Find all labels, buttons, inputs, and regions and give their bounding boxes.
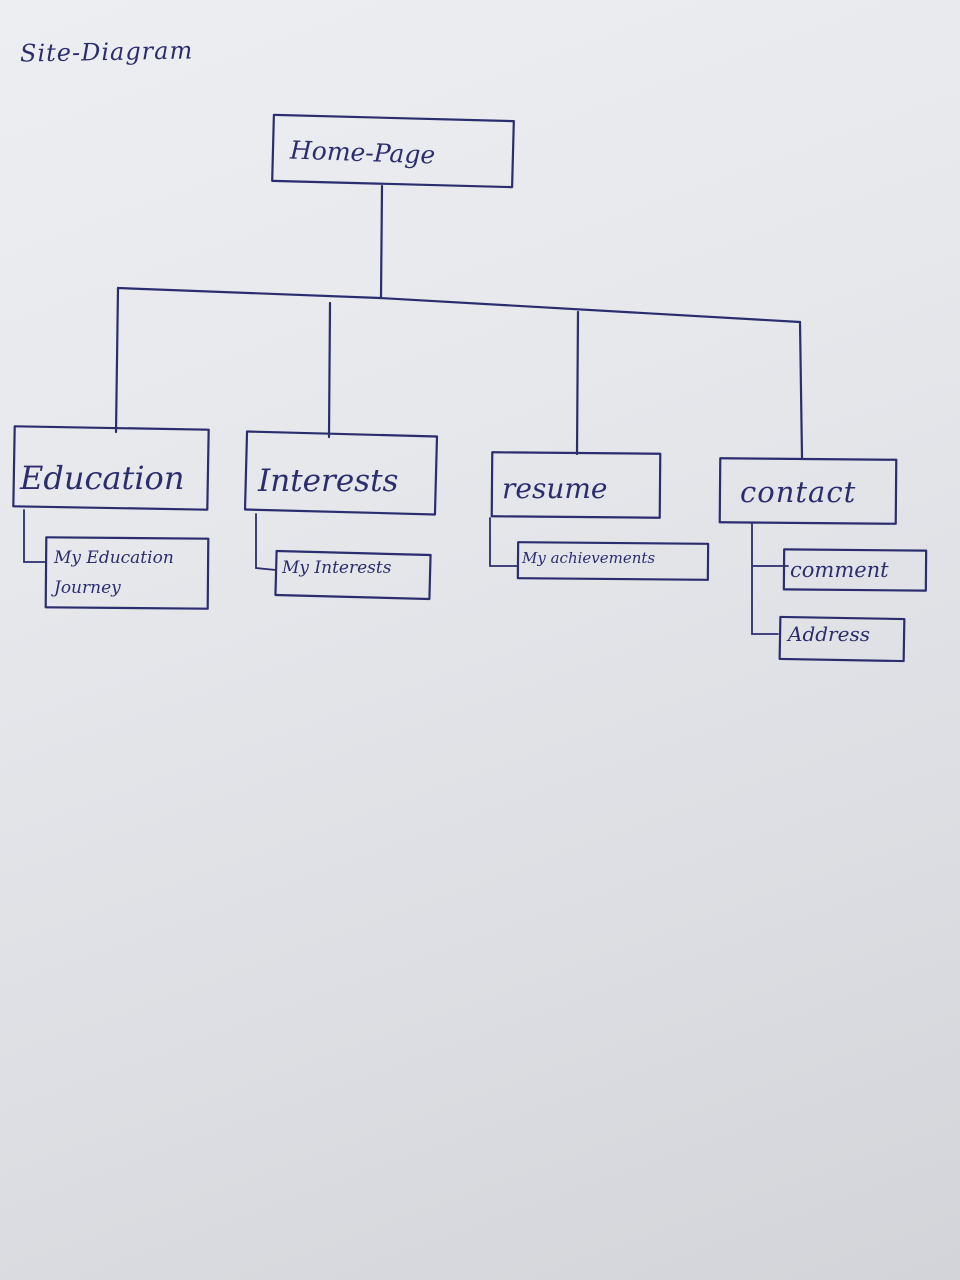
- diagram-title: Site-Diagram: [19, 36, 194, 68]
- education-child-connector: [23, 509, 47, 563]
- interests-child-box: [274, 549, 432, 601]
- root-connector: [379, 184, 384, 300]
- contact-children-connector: [751, 523, 779, 635]
- resume-connector: [575, 310, 580, 456]
- education-child-box: [44, 536, 210, 610]
- interests-connector: [327, 301, 332, 439]
- education-connector: [114, 286, 120, 434]
- contact-box: [718, 457, 898, 525]
- home-page-label: Home-Page: [289, 135, 436, 170]
- resume-child-label: My achievements: [522, 549, 656, 567]
- interests-label: Interests: [258, 463, 399, 499]
- resume-label: resume: [502, 472, 608, 505]
- address-box: [778, 615, 906, 663]
- comment-box: [782, 548, 928, 592]
- contact-label: contact: [740, 475, 857, 509]
- resume-child-connector: [489, 517, 519, 567]
- address-label: Address: [788, 622, 870, 646]
- interests-box: [243, 430, 439, 516]
- interests-child-connector: [255, 513, 277, 571]
- education-box: [12, 425, 210, 511]
- education-child-label: My Education Journey: [54, 548, 174, 598]
- education-label: Education: [20, 459, 185, 497]
- resume-box: [490, 451, 662, 519]
- contact-connector: [798, 320, 804, 460]
- home-page-box: [271, 113, 515, 189]
- comment-label: comment: [790, 558, 889, 582]
- resume-child-box: [516, 541, 710, 581]
- branch-bar: [116, 286, 802, 324]
- interests-child-label: My Interests: [282, 558, 392, 578]
